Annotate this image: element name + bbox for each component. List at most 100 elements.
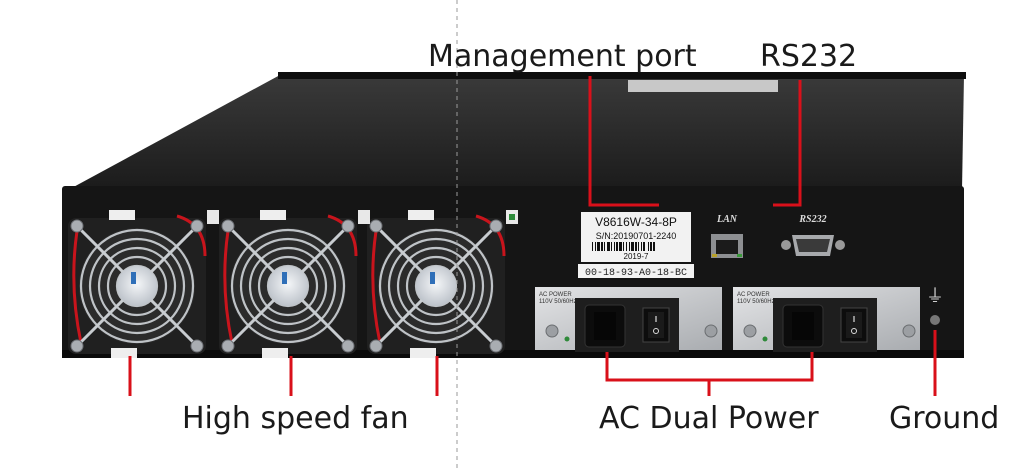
psu-screw	[743, 324, 757, 338]
barcode-bar	[626, 242, 627, 251]
leader-lines	[128, 76, 937, 396]
ground-symbol: ⏚	[926, 286, 944, 307]
fan-screw	[341, 339, 355, 353]
leader-rs232	[773, 80, 802, 207]
fan-screw	[190, 339, 204, 353]
psu-ac-socket	[792, 312, 814, 340]
fan-wire	[223, 230, 234, 344]
rs232-screw-left	[781, 240, 791, 250]
barcode-bar	[614, 242, 615, 251]
fan-wire	[72, 230, 83, 344]
chassis-bottom-edge	[62, 350, 964, 358]
fan-hub	[416, 266, 456, 306]
lan-led-left	[712, 254, 717, 257]
fan-screw	[70, 219, 84, 233]
barcode-bar	[623, 242, 624, 251]
lan-led-right	[737, 254, 742, 257]
fan-grill-ring	[396, 246, 476, 326]
psu-screw	[545, 324, 559, 338]
fan-clip	[410, 348, 436, 358]
fan-hub-logo	[282, 272, 287, 284]
psu-label-text: 110V 50/60Hz	[539, 299, 577, 305]
barcode-bar	[592, 242, 593, 251]
psu-label-text: AC POWER	[737, 292, 770, 298]
mac-text: 00-18-93-A0-18-BC	[585, 268, 687, 279]
barcode-bar	[611, 242, 612, 251]
callout-power: AC Dual Power	[599, 401, 819, 436]
fan-grill-ring	[230, 228, 346, 344]
barcode-bar	[619, 242, 622, 251]
psu-screw	[902, 324, 916, 338]
psu-ac-socket	[594, 312, 616, 340]
rs232-port-label: RS232	[798, 214, 826, 225]
fan-hub-logo	[131, 272, 136, 284]
callout-management-port: Management port	[428, 39, 697, 74]
lan-port-socket	[716, 240, 738, 254]
model-text: V8616W-34-8P	[595, 215, 677, 229]
fan-screw	[190, 219, 204, 233]
barcode-bar	[653, 242, 655, 251]
barcode-bar	[650, 242, 652, 251]
fan-screw	[221, 219, 235, 233]
mac-label	[578, 264, 694, 278]
product-label	[581, 212, 691, 262]
fan-clip	[408, 210, 434, 220]
fan-screw	[369, 339, 383, 353]
fan-hub	[268, 266, 308, 306]
psu-switch-off-mark	[653, 328, 659, 334]
date-code-text: 2019-7	[624, 252, 649, 261]
fan-screw	[70, 339, 84, 353]
barcode-bar	[643, 242, 645, 251]
fan-connector	[358, 210, 370, 224]
callout-ground: Ground	[889, 401, 1000, 436]
psu-screw	[704, 324, 718, 338]
barcode-bar	[597, 242, 600, 251]
fan-clip	[109, 210, 135, 220]
fan-unit	[68, 210, 207, 358]
fan-clip	[111, 348, 137, 358]
psu-switch-rocker	[648, 312, 664, 338]
barcode-bar	[616, 242, 618, 251]
fan-connector	[207, 210, 219, 224]
fan-grill-ring	[405, 255, 467, 317]
fan-hub-logo	[430, 272, 435, 284]
serial-text: S/N:20190701-2240	[596, 231, 677, 241]
callout-rs232: RS232	[760, 39, 858, 74]
barcode-bar	[631, 242, 634, 251]
fan-screw	[341, 219, 355, 233]
fan-clip	[260, 210, 286, 220]
fan-connector-led	[509, 214, 515, 220]
barcode-bar	[595, 242, 596, 251]
fan-unit	[367, 210, 506, 358]
fan-grill-ring	[378, 228, 494, 344]
fan-grill-ring	[79, 228, 195, 344]
barcode-bar	[601, 242, 603, 251]
psu-switch-rocker	[846, 312, 862, 338]
leader-management-port	[588, 76, 659, 207]
psu-label-text: 110V 50/60Hz	[737, 299, 775, 305]
barcode	[592, 242, 655, 251]
psu-label-text: AC POWER	[539, 292, 572, 298]
chassis-top	[68, 75, 964, 190]
fan-wire	[371, 230, 382, 344]
barcode-bar	[648, 242, 649, 251]
fan-grill-ring	[106, 255, 168, 317]
fan-screw	[369, 219, 383, 233]
ground-terminal[interactable]	[930, 315, 940, 325]
rs232-screw-right	[835, 240, 845, 250]
fan-grill-ring	[88, 237, 186, 335]
psu-led	[762, 336, 768, 342]
fan-grill-ring	[239, 237, 337, 335]
fan-screw	[489, 339, 503, 353]
chassis-top-rim	[278, 72, 966, 79]
fan-grill-ring	[248, 246, 328, 326]
barcode-bar	[604, 242, 605, 251]
fan-screw	[489, 219, 503, 233]
barcode-bar	[629, 242, 630, 251]
fan-unit	[219, 210, 358, 358]
fan-screw	[221, 339, 235, 353]
barcode-bar	[641, 242, 642, 251]
top-sticker	[628, 80, 778, 92]
